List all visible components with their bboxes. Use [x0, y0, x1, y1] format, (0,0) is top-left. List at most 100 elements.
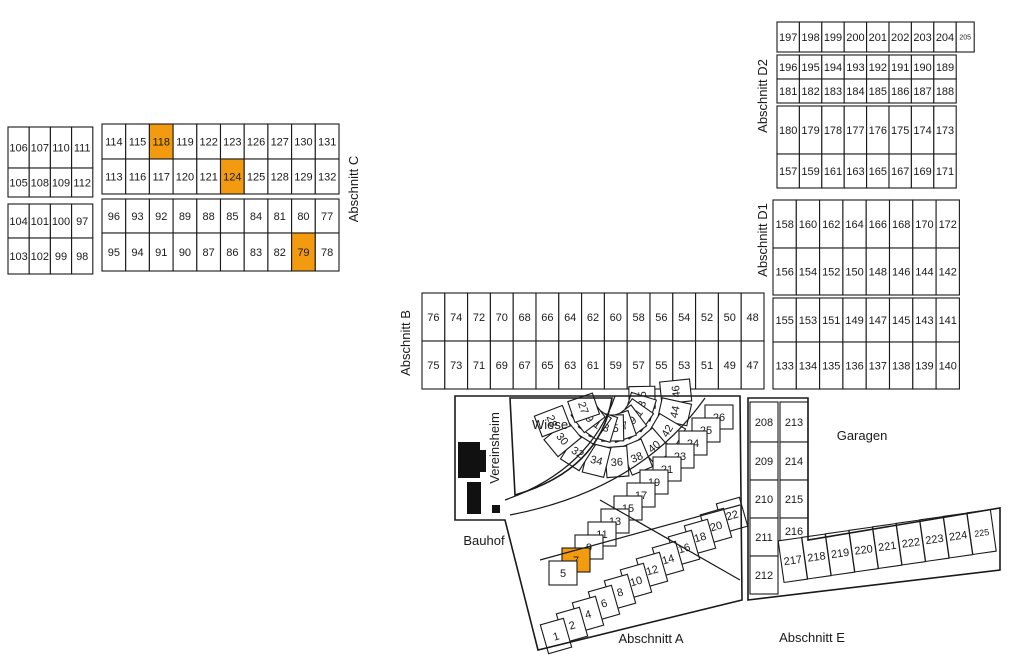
plot-72[interactable]: 72	[467, 292, 491, 342]
plot-75[interactable]: 75	[421, 340, 446, 390]
plot-99[interactable]: 99	[49, 237, 73, 275]
plot-90[interactable]: 90	[172, 232, 198, 272]
plot-59[interactable]: 59	[603, 340, 628, 390]
plot-187[interactable]: 187	[910, 78, 935, 104]
plot-46[interactable]: 46	[659, 378, 693, 405]
plot-138[interactable]: 138	[888, 341, 914, 390]
plot-198[interactable]: 198	[798, 21, 823, 53]
plot-196[interactable]: 196	[776, 54, 800, 80]
plot-115[interactable]: 115	[125, 123, 150, 160]
plot-157[interactable]: 157	[776, 153, 800, 189]
plot-95[interactable]: 95	[101, 232, 127, 272]
plot-172[interactable]: 172	[935, 199, 960, 249]
plot-175[interactable]: 175	[888, 105, 912, 155]
plot-143[interactable]: 143	[912, 297, 937, 343]
plot-149[interactable]: 149	[842, 297, 867, 343]
plot-177[interactable]: 177	[843, 105, 868, 155]
plot-222[interactable]: 222	[895, 519, 927, 566]
plot-48[interactable]: 48	[740, 292, 765, 342]
plot-183[interactable]: 183	[821, 78, 845, 104]
plot-169[interactable]: 169	[910, 153, 935, 189]
plot-1[interactable]: 1	[539, 617, 573, 655]
plot-104[interactable]: 104	[7, 203, 30, 239]
plot-78[interactable]: 78	[314, 232, 340, 272]
plot-111[interactable]: 111	[71, 126, 94, 169]
plot-65[interactable]: 65	[535, 340, 560, 390]
plot-161[interactable]: 161	[821, 153, 845, 189]
plot-152[interactable]: 152	[819, 247, 844, 296]
plot-108[interactable]: 108	[28, 167, 51, 198]
plot-98[interactable]: 98	[71, 237, 94, 275]
plot-79[interactable]: 79	[291, 232, 316, 272]
plot-54[interactable]: 54	[672, 292, 697, 342]
plot-170[interactable]: 170	[912, 199, 937, 249]
plot-213[interactable]: 213	[779, 401, 809, 443]
plot-101[interactable]: 101	[28, 203, 51, 239]
plot-103[interactable]: 103	[7, 237, 30, 275]
plot-127[interactable]: 127	[267, 123, 293, 160]
plot-114[interactable]: 114	[101, 123, 127, 160]
plot-52[interactable]: 52	[695, 292, 719, 342]
plot-153[interactable]: 153	[795, 297, 821, 343]
plot-176[interactable]: 176	[866, 105, 890, 155]
plot-225[interactable]: 225	[966, 508, 997, 556]
plot-112[interactable]: 112	[71, 167, 94, 198]
plot-131[interactable]: 131	[314, 123, 340, 160]
plot-201[interactable]: 201	[866, 21, 890, 53]
plot-167[interactable]: 167	[888, 153, 912, 189]
plot-197[interactable]: 197	[776, 21, 800, 53]
plot-211[interactable]: 211	[749, 517, 779, 557]
plot-32[interactable]: 32	[559, 432, 596, 472]
plot-132[interactable]: 132	[314, 158, 340, 195]
plot-146[interactable]: 146	[888, 247, 914, 296]
plot-195[interactable]: 195	[798, 54, 823, 80]
plot-163[interactable]: 163	[843, 153, 868, 189]
plot-94[interactable]: 94	[125, 232, 150, 272]
plot-109[interactable]: 109	[49, 167, 73, 198]
plot-120[interactable]: 120	[172, 158, 198, 195]
plot-116[interactable]: 116	[125, 158, 150, 195]
plot-180[interactable]: 180	[776, 105, 800, 155]
plot-64[interactable]: 64	[558, 292, 583, 342]
plot-69[interactable]: 69	[489, 340, 514, 390]
plot-68[interactable]: 68	[512, 292, 537, 342]
plot-63[interactable]: 63	[558, 340, 583, 390]
plot-107[interactable]: 107	[28, 126, 51, 169]
plot-192[interactable]: 192	[866, 54, 890, 80]
plot-160[interactable]: 160	[795, 199, 821, 249]
plot-199[interactable]: 199	[821, 21, 845, 53]
plot-136[interactable]: 136	[842, 341, 867, 390]
plot-190[interactable]: 190	[910, 54, 935, 80]
plot-141[interactable]: 141	[935, 297, 960, 343]
plot-123[interactable]: 123	[219, 123, 245, 160]
plot-93[interactable]: 93	[125, 198, 150, 234]
plot-82[interactable]: 82	[267, 232, 293, 272]
plot-189[interactable]: 189	[933, 54, 957, 80]
plot-208[interactable]: 208	[749, 401, 779, 443]
plot-162[interactable]: 162	[819, 199, 844, 249]
plot-166[interactable]: 166	[865, 199, 891, 249]
plot-67[interactable]: 67	[512, 340, 537, 390]
plot-51[interactable]: 51	[695, 340, 719, 390]
plot-140[interactable]: 140	[935, 341, 960, 390]
plot-86[interactable]: 86	[219, 232, 245, 272]
plot-185[interactable]: 185	[866, 78, 890, 104]
plot-148[interactable]: 148	[865, 247, 891, 296]
plot-73[interactable]: 73	[444, 340, 469, 390]
plot-106[interactable]: 106	[7, 126, 30, 169]
plot-171[interactable]: 171	[933, 153, 957, 189]
plot-49[interactable]: 49	[717, 340, 742, 390]
plot-130[interactable]: 130	[291, 123, 316, 160]
plot-168[interactable]: 168	[888, 199, 914, 249]
plot-92[interactable]: 92	[148, 198, 174, 234]
plot-102[interactable]: 102	[28, 237, 51, 275]
plot-110[interactable]: 110	[49, 126, 73, 169]
plot-100[interactable]: 100	[49, 203, 73, 239]
plot-126[interactable]: 126	[243, 123, 269, 160]
plot-214[interactable]: 214	[779, 441, 809, 481]
plot-182[interactable]: 182	[798, 78, 823, 104]
plot-215[interactable]: 215	[779, 479, 809, 519]
plot-154[interactable]: 154	[795, 247, 821, 296]
plot-147[interactable]: 147	[865, 297, 891, 343]
plot-155[interactable]: 155	[772, 297, 797, 343]
